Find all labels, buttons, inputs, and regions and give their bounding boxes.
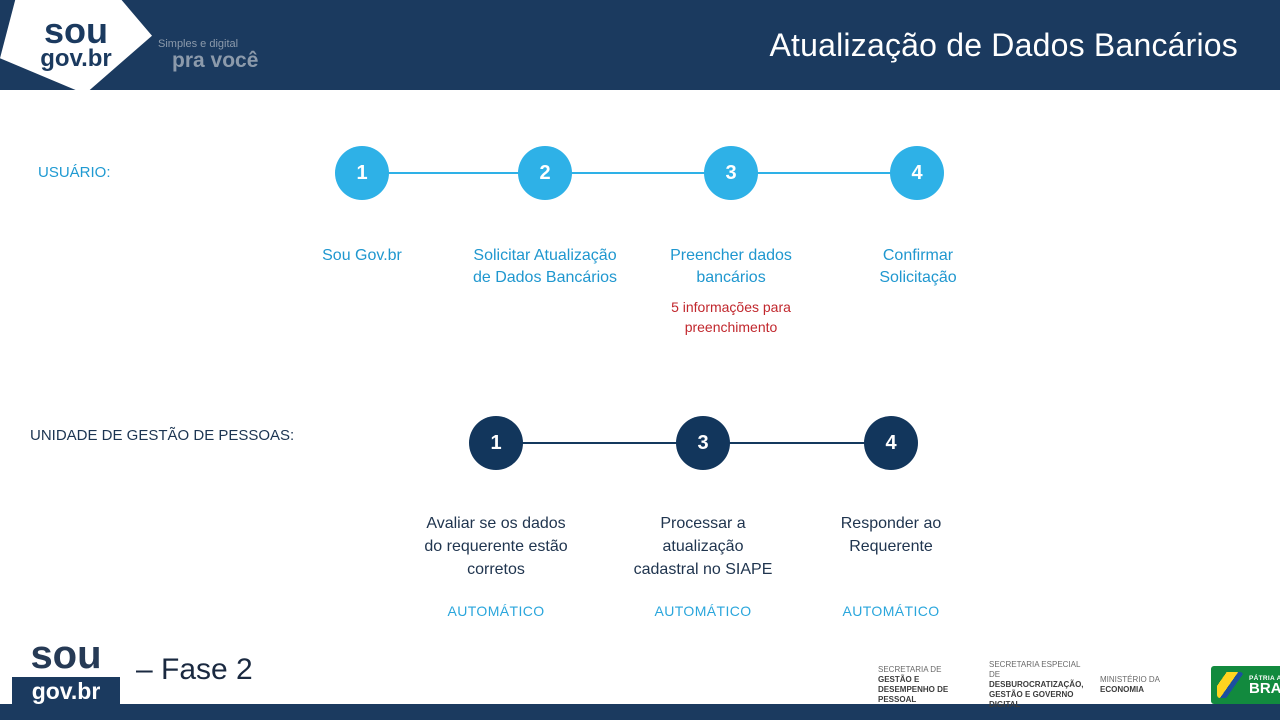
management-step-4-circle: 4 (864, 416, 918, 470)
tagline-line2: pra você (172, 49, 259, 72)
management-step-3-circle: 3 (676, 416, 730, 470)
signature-3-light: MINISTÉRIO DA (1100, 675, 1160, 684)
signature-1-bold: GESTÃO E DESEMPENHO DE PESSOAL (878, 675, 949, 704)
management-step-3-number: 3 (697, 431, 709, 454)
user-track-label: USUÁRIO: (38, 164, 111, 181)
signature-2-light: SECRETARIA ESPECIAL DE (989, 660, 1081, 679)
management-step-4-badge: AUTOMÁTICO (842, 603, 940, 619)
user-step-2-label: Solicitar Atualização de Dados Bancários (472, 247, 618, 286)
user-step-4-number: 4 (911, 161, 923, 184)
header-bar: Atualização de Dados Bancários (0, 0, 1280, 90)
management-step-1-label: Avaliar se os dados do requerente estão … (424, 515, 568, 578)
brasil-flag-icon (1217, 672, 1243, 698)
patria-amada-brasil-logo: PÁTRIA AMADA BRASIL (1211, 666, 1280, 704)
management-step-1-badge: AUTOMÁTICO (447, 603, 545, 619)
user-step-2-circle: 2 (518, 146, 572, 200)
management-step-3-label: Processar a atualização cadastral no SIA… (633, 515, 773, 578)
signature-1-light: SECRETARIA DE (878, 665, 942, 674)
management-step-3-badge: AUTOMÁTICO (654, 603, 752, 619)
user-track-connector (362, 172, 918, 174)
phase-label: – Fase 2 (136, 653, 253, 686)
signature-3-bold: ECONOMIA (1100, 685, 1144, 694)
management-step-4-label: Responder ao Requerente (840, 515, 942, 555)
footer-logo-sou-text: sou (30, 633, 102, 677)
user-step-3-number: 3 (725, 161, 737, 184)
gov-signatures: SECRETARIA DE GESTÃO E DESEMPENHO DE PES… (878, 660, 1280, 710)
signature-2-bold: DESBUROCRATIZAÇÃO, GESTÃO E GOVERNO DIGI… (989, 680, 1084, 709)
signature-gestao-pessoal: SECRETARIA DE GESTÃO E DESEMPENHO DE PES… (878, 665, 974, 705)
tagline-line1: Simples e digital (158, 38, 239, 50)
sougov-logo-sou-text: sou (43, 10, 108, 51)
user-step-3-label: Preencher dados bancários (670, 247, 792, 286)
bottom-bar (0, 704, 1280, 720)
user-step-3-note: 5 informações para preenchimento (671, 299, 791, 335)
management-track-label: UNIDADE DE GESTÃO DE PESSOAS: (30, 427, 295, 444)
user-step-2-number: 2 (539, 161, 551, 184)
user-step-1-circle: 1 (335, 146, 389, 200)
user-step-1-label: Sou Gov.br (322, 247, 402, 264)
footer-logo-govbr-text: gov.br (12, 677, 120, 711)
management-step-4-number: 4 (885, 431, 897, 454)
brasil-brand-text: PÁTRIA AMADA BRASIL (1249, 675, 1280, 696)
footer-sougov-logo: sou gov.br (12, 633, 120, 711)
management-step-1-circle: 1 (469, 416, 523, 470)
management-step-1-number: 1 (490, 431, 502, 454)
brasil-brand-line2: BRASIL (1249, 679, 1280, 697)
logo-tagline: Simples e digital pra você (158, 38, 258, 72)
user-step-4-label: Confirmar Solicitação (879, 247, 957, 286)
user-step-1-number: 1 (356, 161, 368, 184)
page-title: Atualização de Dados Bancários (769, 27, 1238, 63)
signature-ministerio-economia: MINISTÉRIO DA ECONOMIA (1100, 675, 1196, 695)
signature-desburocratizacao: SECRETARIA ESPECIAL DE DESBUROCRATIZAÇÃO… (989, 660, 1085, 710)
user-step-3-circle: 3 (704, 146, 758, 200)
sougov-logo-govbr-text: gov.br (40, 45, 112, 72)
user-step-4-circle: 4 (890, 146, 944, 200)
brasil-brand-line1: PÁTRIA AMADA (1249, 674, 1280, 682)
